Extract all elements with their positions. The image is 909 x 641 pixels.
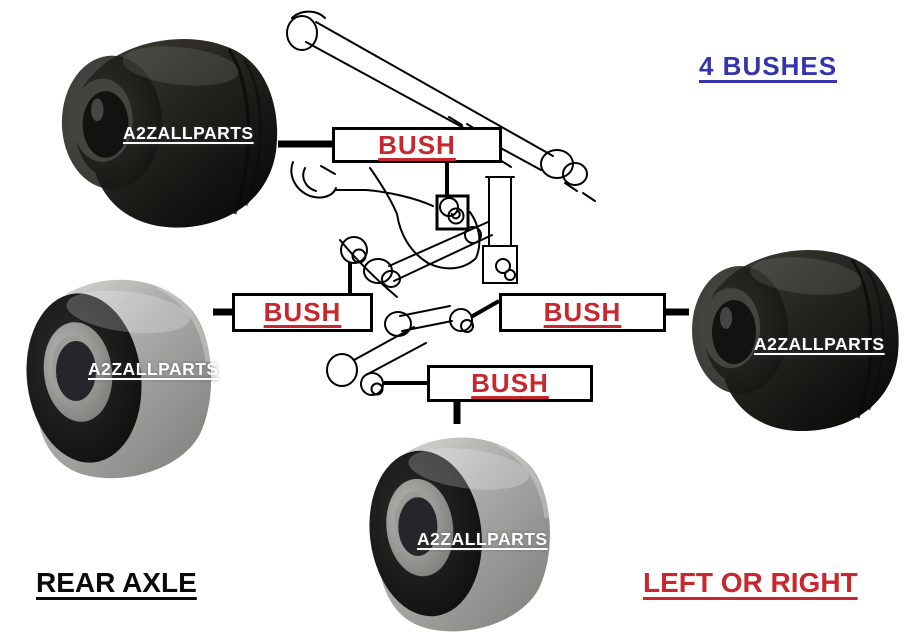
highlight-square xyxy=(435,194,470,231)
callout-box-lower-bush: BUSH xyxy=(427,365,593,402)
photo-grey-bush-left xyxy=(26,279,212,479)
watermark-bottom: A2ZALLPARTS xyxy=(417,529,548,549)
photo-grey-bush-bottom xyxy=(369,437,550,632)
callout-label: BUSH xyxy=(263,297,342,327)
photo-black-bush-right xyxy=(692,250,899,432)
callout-label: BUSH xyxy=(378,129,456,160)
rear-axle-label: REAR AXLE xyxy=(36,567,197,598)
callout-label: BUSH xyxy=(471,368,549,398)
callout-label: BUSH xyxy=(543,297,622,327)
left-or-right-label: LEFT OR RIGHT xyxy=(643,567,858,598)
watermark-top-left: A2ZALLPARTS xyxy=(123,123,254,143)
callout-box-left-bush: BUSH xyxy=(232,293,373,332)
watermark-left: A2ZALLPARTS xyxy=(88,359,219,379)
watermark-right: A2ZALLPARTS xyxy=(754,334,885,354)
photo-black-bush-top-left xyxy=(61,39,278,228)
bush-count-label: 4 BUSHES xyxy=(699,51,838,81)
callout-box-upper-bush: BUSH xyxy=(332,127,502,163)
callout-box-right-bush: BUSH xyxy=(499,293,666,332)
